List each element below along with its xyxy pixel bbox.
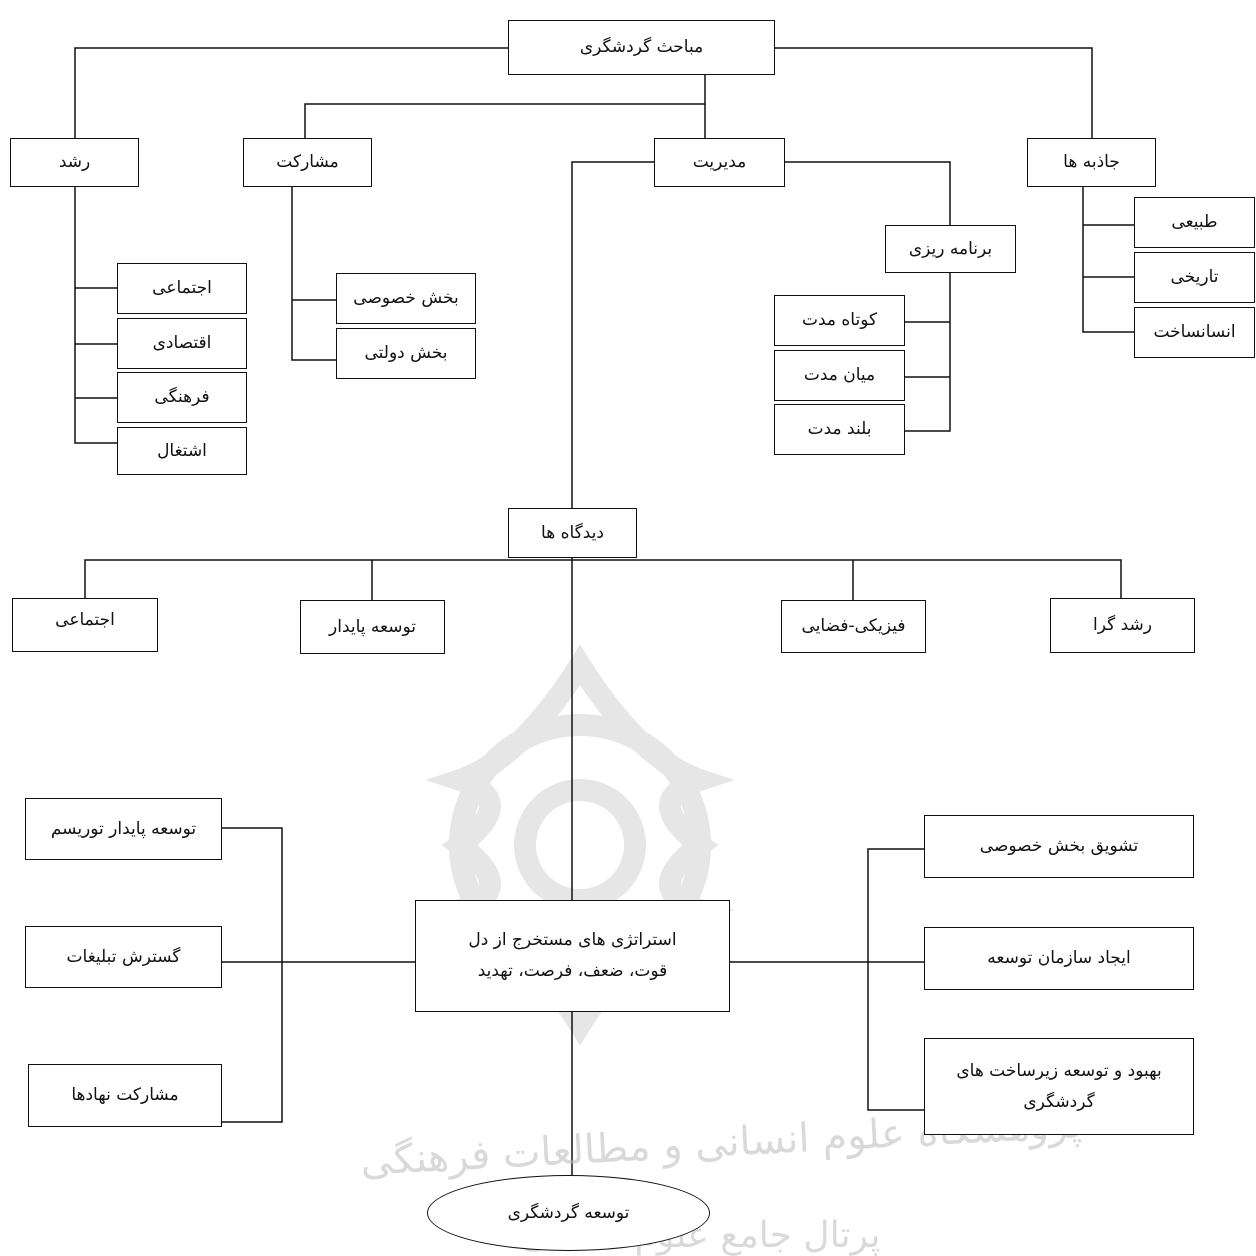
strategies-line1: استراتژی های مستخرج از دل bbox=[468, 930, 677, 951]
growth-cultural-node: فرهنگی bbox=[117, 372, 247, 423]
mid-term-node: میان مدت bbox=[774, 350, 905, 401]
perspectives-node: دیدگاه ها bbox=[508, 508, 637, 558]
man-made-node: انسانساخت bbox=[1134, 307, 1255, 358]
management-node: مدیریت bbox=[654, 138, 785, 187]
growth-employment-node: اشتغال bbox=[117, 427, 247, 475]
infrastructure-line1: بهبود و توسعه زیرساخت های bbox=[956, 1060, 1162, 1081]
view-physical-node: فیزیکی-فضایی bbox=[781, 600, 926, 653]
institutions-node: مشارکت نهادها bbox=[28, 1064, 222, 1127]
growth-social-node: اجتماعی bbox=[117, 263, 247, 314]
natural-node: طبیعی bbox=[1134, 197, 1255, 248]
short-term-node: کوتاه مدت bbox=[774, 295, 905, 346]
growth-economic-node: اقتصادی bbox=[117, 318, 247, 369]
view-social-node: اجتماعی bbox=[12, 598, 158, 652]
strategies-line2: قوت، ضعف، فرصت، تهدید bbox=[477, 961, 668, 981]
sustainable-tourism-node: توسعه پایدار توریسم bbox=[25, 798, 222, 860]
growth-node: رشد bbox=[10, 138, 139, 187]
strategies-node: استراتژی های مستخرج از دل قوت، ضعف، فرصت… bbox=[415, 900, 730, 1012]
view-growth-node: رشد گرا bbox=[1050, 598, 1195, 653]
dev-org-node: ایجاد سازمان توسعه bbox=[924, 927, 1194, 990]
public-sector-node: بخش دولتی bbox=[336, 328, 476, 379]
private-sector-node: بخش خصوصی bbox=[336, 273, 476, 324]
infrastructure-node: بهبود و توسعه زیرساخت های گردشگری bbox=[924, 1038, 1194, 1135]
view-sustainable-node: توسعه پایدار bbox=[300, 600, 445, 654]
historical-node: تاریخی bbox=[1134, 252, 1255, 303]
planning-node: برنامه ریزی bbox=[885, 225, 1016, 273]
tourism-development-node: توسعه گردشگری bbox=[427, 1175, 710, 1251]
long-term-node: بلند مدت bbox=[774, 404, 905, 455]
root-node: مباحث گردشگری bbox=[508, 20, 775, 75]
attractions-node: جاذبه ها bbox=[1027, 138, 1156, 187]
encourage-private-node: تشویق بخش خصوصی bbox=[924, 815, 1194, 878]
participation-node: مشارکت bbox=[243, 138, 372, 187]
infrastructure-line2: گردشگری bbox=[1023, 1091, 1095, 1112]
advertising-node: گسترش تبلیغات bbox=[25, 926, 222, 988]
